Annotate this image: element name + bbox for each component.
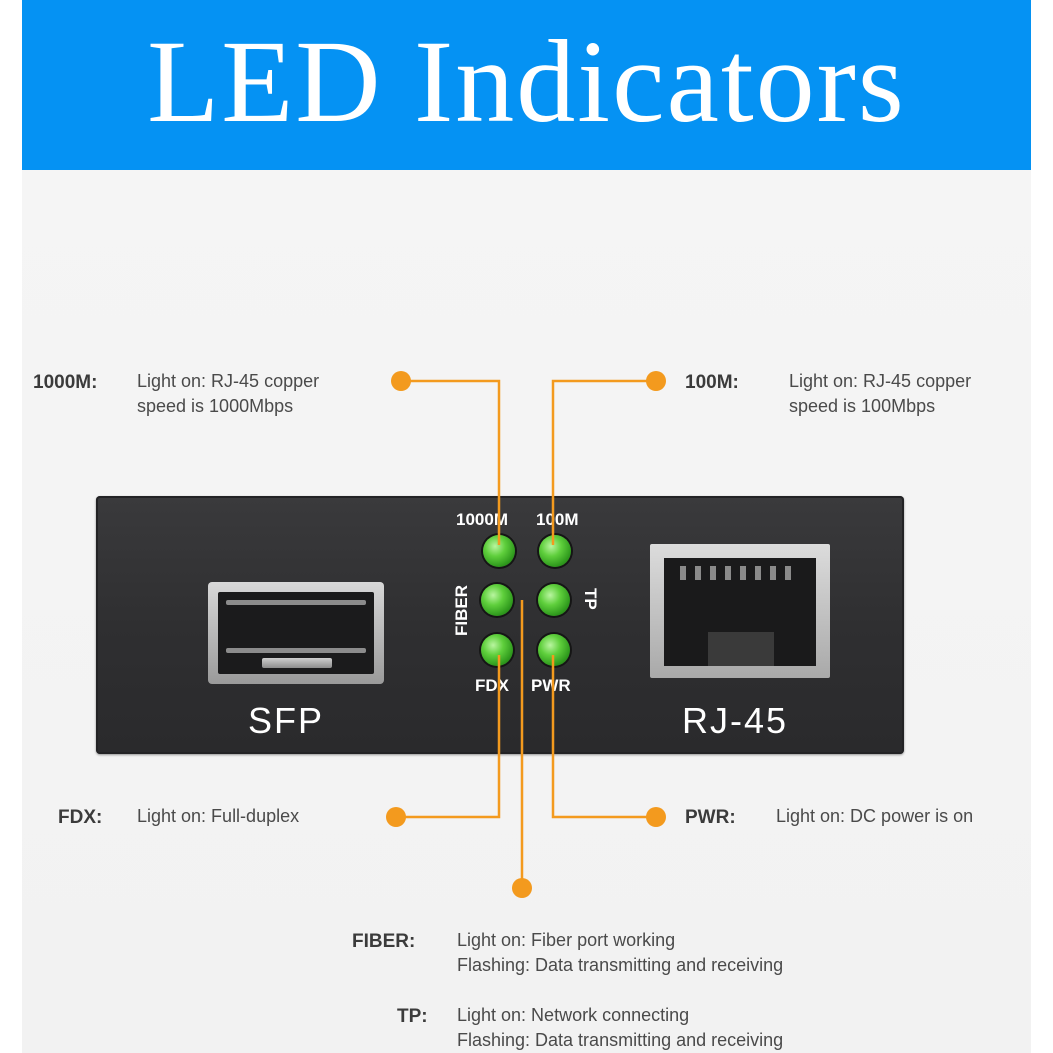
callout-100m-label: 100M: <box>685 372 739 393</box>
title-banner: LED Indicators <box>22 0 1031 170</box>
led-tp <box>538 584 570 616</box>
rj45-port-label: RJ-45 <box>682 700 789 741</box>
callout-pwr-line1: Light on: DC power is on <box>776 806 974 826</box>
led-fiber <box>481 584 513 616</box>
led-fdx <box>481 634 513 666</box>
led-label-fdx: FDX <box>475 676 509 695</box>
callout-100m-line2: speed is 100Mbps <box>789 396 936 416</box>
leader-fdx <box>396 655 501 819</box>
sfp-latch <box>262 658 332 668</box>
callout-1000m-line2: speed is 1000Mbps <box>137 396 294 416</box>
leader-dot-100m <box>646 371 666 391</box>
callout-fiber-line1: Light on: Fiber port working <box>457 930 676 950</box>
callout-tp-line2: Flashing: Data transmitting and receivin… <box>457 1030 784 1050</box>
callout-100m-line1: Light on: RJ-45 copper <box>789 371 972 391</box>
callout-1000m-label: 1000M: <box>33 372 98 393</box>
leader-pwr <box>551 655 656 819</box>
leader-dot-fiber <box>512 878 532 898</box>
led-label-100m: 100M <box>536 510 579 529</box>
sfp-rail-bottom <box>226 648 366 653</box>
callout-fiber-line2: Flashing: Data transmitting and receivin… <box>457 955 784 975</box>
led-100m <box>539 535 571 567</box>
callout-fdx-label: FDX: <box>58 807 103 828</box>
callout-tp-label: TP: <box>397 1006 428 1027</box>
led-label-pwr: PWR <box>531 676 571 695</box>
callout-1000m-line1: Light on: RJ-45 copper <box>137 371 320 391</box>
leader-1000m <box>401 379 501 545</box>
banner-title: LED Indicators <box>147 16 906 147</box>
callout-tp-line1: Light on: Network connecting <box>457 1005 690 1025</box>
sfp-port-label: SFP <box>248 700 325 741</box>
led-label-1000m: 1000M <box>456 510 508 529</box>
rj45-notch <box>708 632 774 666</box>
callout-fdx-line1: Light on: Full-duplex <box>137 806 300 826</box>
callout-pwr-label: PWR: <box>685 807 736 828</box>
leader-dot-pwr <box>646 807 666 827</box>
sfp-rail-top <box>226 600 366 605</box>
callout-fiber-label: FIBER: <box>352 931 416 952</box>
rj45-pins <box>680 566 800 580</box>
leader-dot-fdx <box>386 807 406 827</box>
leader-100m <box>551 379 656 545</box>
leader-dot-1000m <box>391 371 411 391</box>
